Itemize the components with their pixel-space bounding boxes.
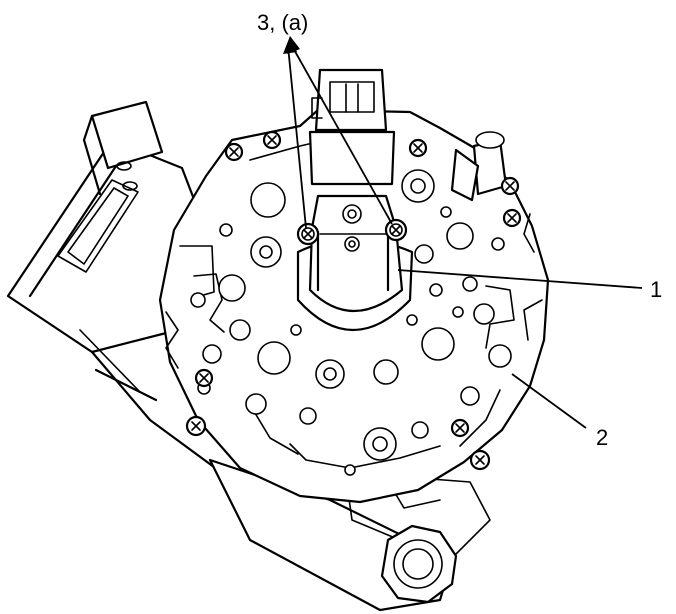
arrowheads [283, 36, 300, 54]
leader-2 [512, 374, 586, 428]
regulator-screw-right-icon [386, 220, 406, 240]
callout-3a-label: 3, (a) [257, 10, 309, 35]
screw-icon [502, 178, 518, 194]
screw-icon [471, 451, 489, 469]
rectifier-holes [191, 170, 511, 475]
leader-3a-right [292, 46, 392, 224]
screw-icon [187, 417, 205, 435]
leader-1 [398, 270, 642, 288]
callout-1-label: 1 [650, 277, 663, 302]
screw-icon [410, 140, 426, 156]
screws [187, 132, 520, 469]
connector [310, 70, 394, 184]
regulator-screw-left-icon [298, 224, 318, 244]
b-terminal [452, 132, 506, 200]
leader-lines [288, 46, 642, 428]
regulator-cover [298, 196, 412, 330]
pulley-nut [382, 526, 456, 602]
screw-icon [504, 210, 520, 226]
screw-icon [196, 370, 212, 386]
screw-icon [226, 144, 242, 160]
arrowhead-icon [287, 36, 300, 54]
mounting-bracket [8, 102, 218, 470]
leader-3a-left [288, 46, 306, 228]
callout-2-label: 2 [596, 425, 609, 450]
screw-icon [264, 132, 280, 148]
screw-icon [452, 420, 468, 436]
